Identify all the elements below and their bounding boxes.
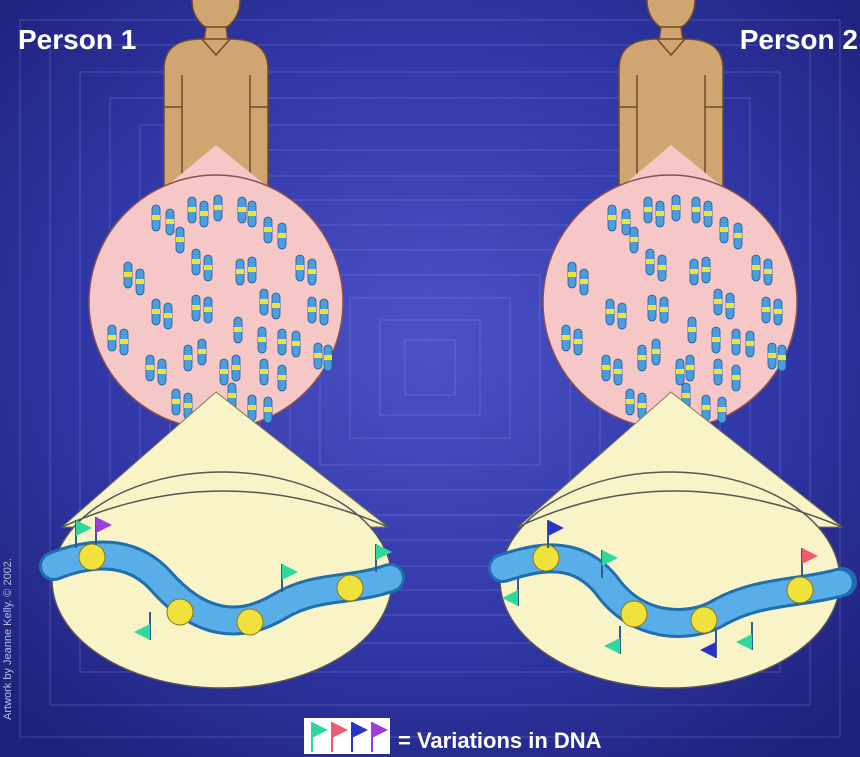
person-2-cell-icon bbox=[543, 175, 797, 429]
person-2-label: Person 2 bbox=[740, 24, 858, 56]
artwork-credit: Artwork by Jeanne Kelly. © 2002. bbox=[2, 558, 14, 720]
legend-text: = Variations in DNA bbox=[398, 728, 602, 754]
legend-flags-icon bbox=[304, 718, 390, 754]
person-1-label: Person 1 bbox=[18, 24, 136, 56]
